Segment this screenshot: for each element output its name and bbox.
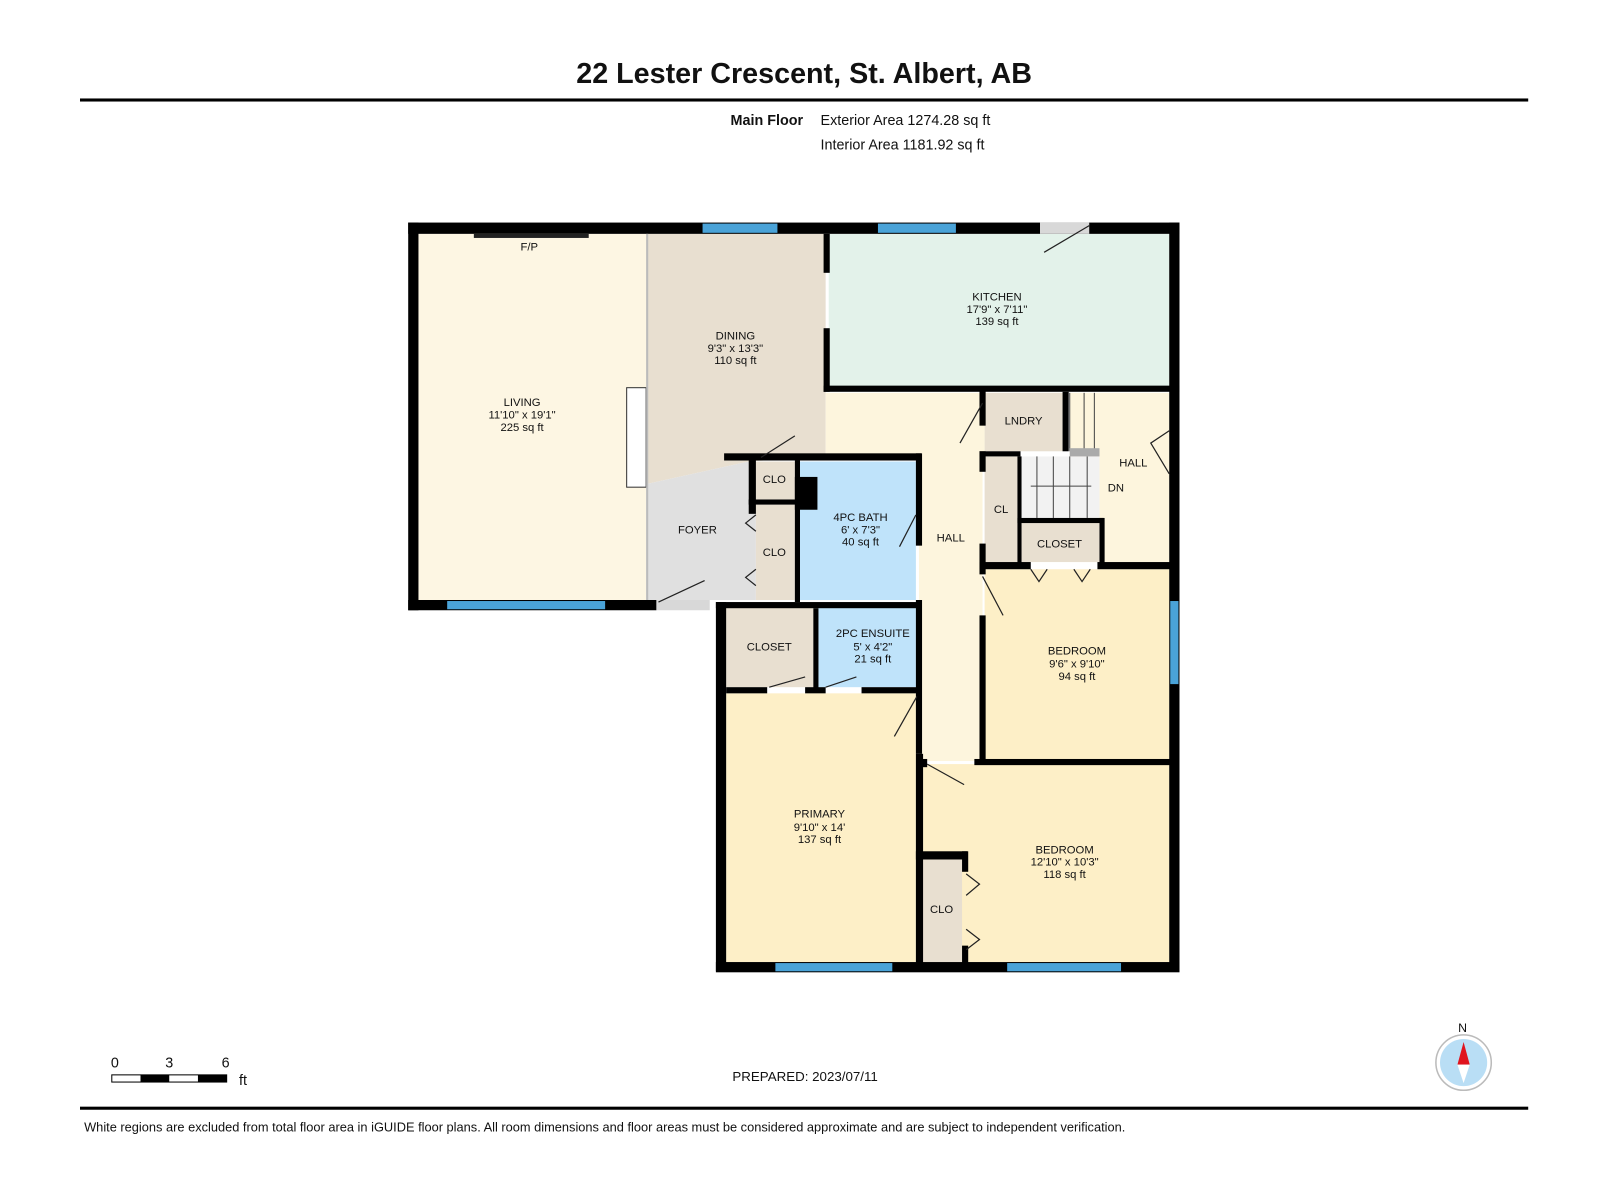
compass: N — [1435, 1021, 1493, 1092]
bath-4pc — [800, 461, 916, 600]
scale-tick: 3 — [165, 1056, 173, 1072]
room-dims: 6' x 7'3" — [841, 524, 880, 536]
clo-bedroom — [923, 859, 963, 963]
interior-area: Interior Area 1181.92 sq ft — [821, 138, 985, 154]
stairs — [1020, 456, 1100, 518]
room-name: CLOSET — [747, 641, 792, 653]
room-dims: 12'10" x 10'3" — [1031, 857, 1099, 869]
room-name: CLOSET — [1037, 539, 1082, 551]
room-name: HALL — [937, 533, 965, 545]
room-name: PRIMARY — [794, 808, 846, 820]
stairs-label: DN — [1108, 482, 1124, 494]
exterior-area: Exterior Area 1274.28 sq ft — [821, 113, 991, 129]
room-name: BEDROOM — [1048, 645, 1106, 657]
ensuite-2pc — [818, 607, 916, 688]
closet-right — [1020, 523, 1100, 563]
room-labels: F/P LIVING 11'10" x 19'1" 225 sq ft DINI… — [488, 241, 1147, 916]
foyer — [646, 461, 756, 600]
room-name: CL — [994, 504, 1008, 516]
hall-strip — [918, 451, 983, 762]
window — [1170, 601, 1179, 685]
fireplace-label: F/P — [520, 241, 538, 253]
scale-bar: 0 3 6 ft — [111, 1056, 247, 1089]
compass-north-label: N — [1458, 1021, 1467, 1035]
room-dims: 9'6" x 9'10" — [1049, 659, 1105, 671]
prepared-date: PREPARED: 2023/07/11 — [732, 1069, 877, 1084]
room-dims: 11'10" x 19'1" — [488, 409, 555, 421]
room-area: 94 sq ft — [1058, 671, 1096, 683]
room-area: 40 sq ft — [842, 537, 880, 549]
room-name: CLO — [763, 474, 786, 486]
room-name: 2PC ENSUITE — [836, 628, 910, 640]
laundry — [984, 392, 1063, 452]
clo-mid — [755, 504, 795, 600]
room-fills — [418, 233, 1170, 963]
room-dims: 9'3" x 13'3" — [708, 343, 764, 355]
room-dims: 9'10" x 14' — [794, 822, 846, 834]
closet-left — [726, 607, 814, 688]
scale-unit: ft — [239, 1073, 247, 1089]
scale-tick: 0 — [111, 1056, 119, 1072]
dining-room — [646, 233, 826, 485]
window — [775, 963, 893, 972]
room-name: KITCHEN — [972, 292, 1021, 304]
windows — [447, 223, 1179, 972]
room-area: 225 sq ft — [500, 422, 544, 434]
window — [702, 223, 778, 233]
room-dims: 5' x 4'2" — [853, 641, 892, 653]
room-name: LIVING — [504, 397, 541, 409]
room-name: HALL — [1119, 458, 1147, 470]
header-divider — [80, 98, 1529, 102]
window — [447, 601, 606, 610]
room-area: 118 sq ft — [1043, 869, 1086, 881]
page-title: 22 Lester Crescent, St. Albert, AB — [576, 58, 1032, 90]
window — [877, 223, 956, 233]
footer-disclaimer: White regions are excluded from total fl… — [84, 1119, 1125, 1134]
living-room — [418, 233, 647, 600]
kitchen — [828, 233, 1170, 388]
room-area: 21 sq ft — [854, 654, 892, 666]
room-area: 139 sq ft — [975, 316, 1019, 328]
room-name: CLO — [930, 904, 953, 916]
footer-divider — [80, 1106, 1529, 1110]
room-name: FOYER — [678, 524, 717, 536]
bedroom-right — [984, 569, 1170, 759]
cl-closet — [984, 456, 1018, 563]
room-name: BEDROOM — [1036, 844, 1094, 856]
hall-area — [825, 392, 985, 457]
room-dims: 17'9" x 7'11" — [966, 304, 1027, 316]
compass-needle-north — [1457, 1042, 1470, 1065]
primary-bedroom — [726, 693, 916, 963]
room-name: CLO — [763, 547, 786, 559]
room-name: DINING — [716, 330, 755, 342]
scale-tick: 6 — [222, 1056, 230, 1072]
compass-needle-south — [1457, 1064, 1470, 1084]
clo-top — [755, 461, 795, 500]
window — [1007, 963, 1122, 972]
room-name: 4PC BATH — [833, 512, 887, 524]
room-name: LNDRY — [1005, 416, 1043, 428]
doors — [656, 222, 1170, 951]
floor-label: Main Floor — [731, 113, 804, 129]
room-area: 110 sq ft — [714, 355, 757, 367]
room-area: 137 sq ft — [798, 834, 842, 846]
